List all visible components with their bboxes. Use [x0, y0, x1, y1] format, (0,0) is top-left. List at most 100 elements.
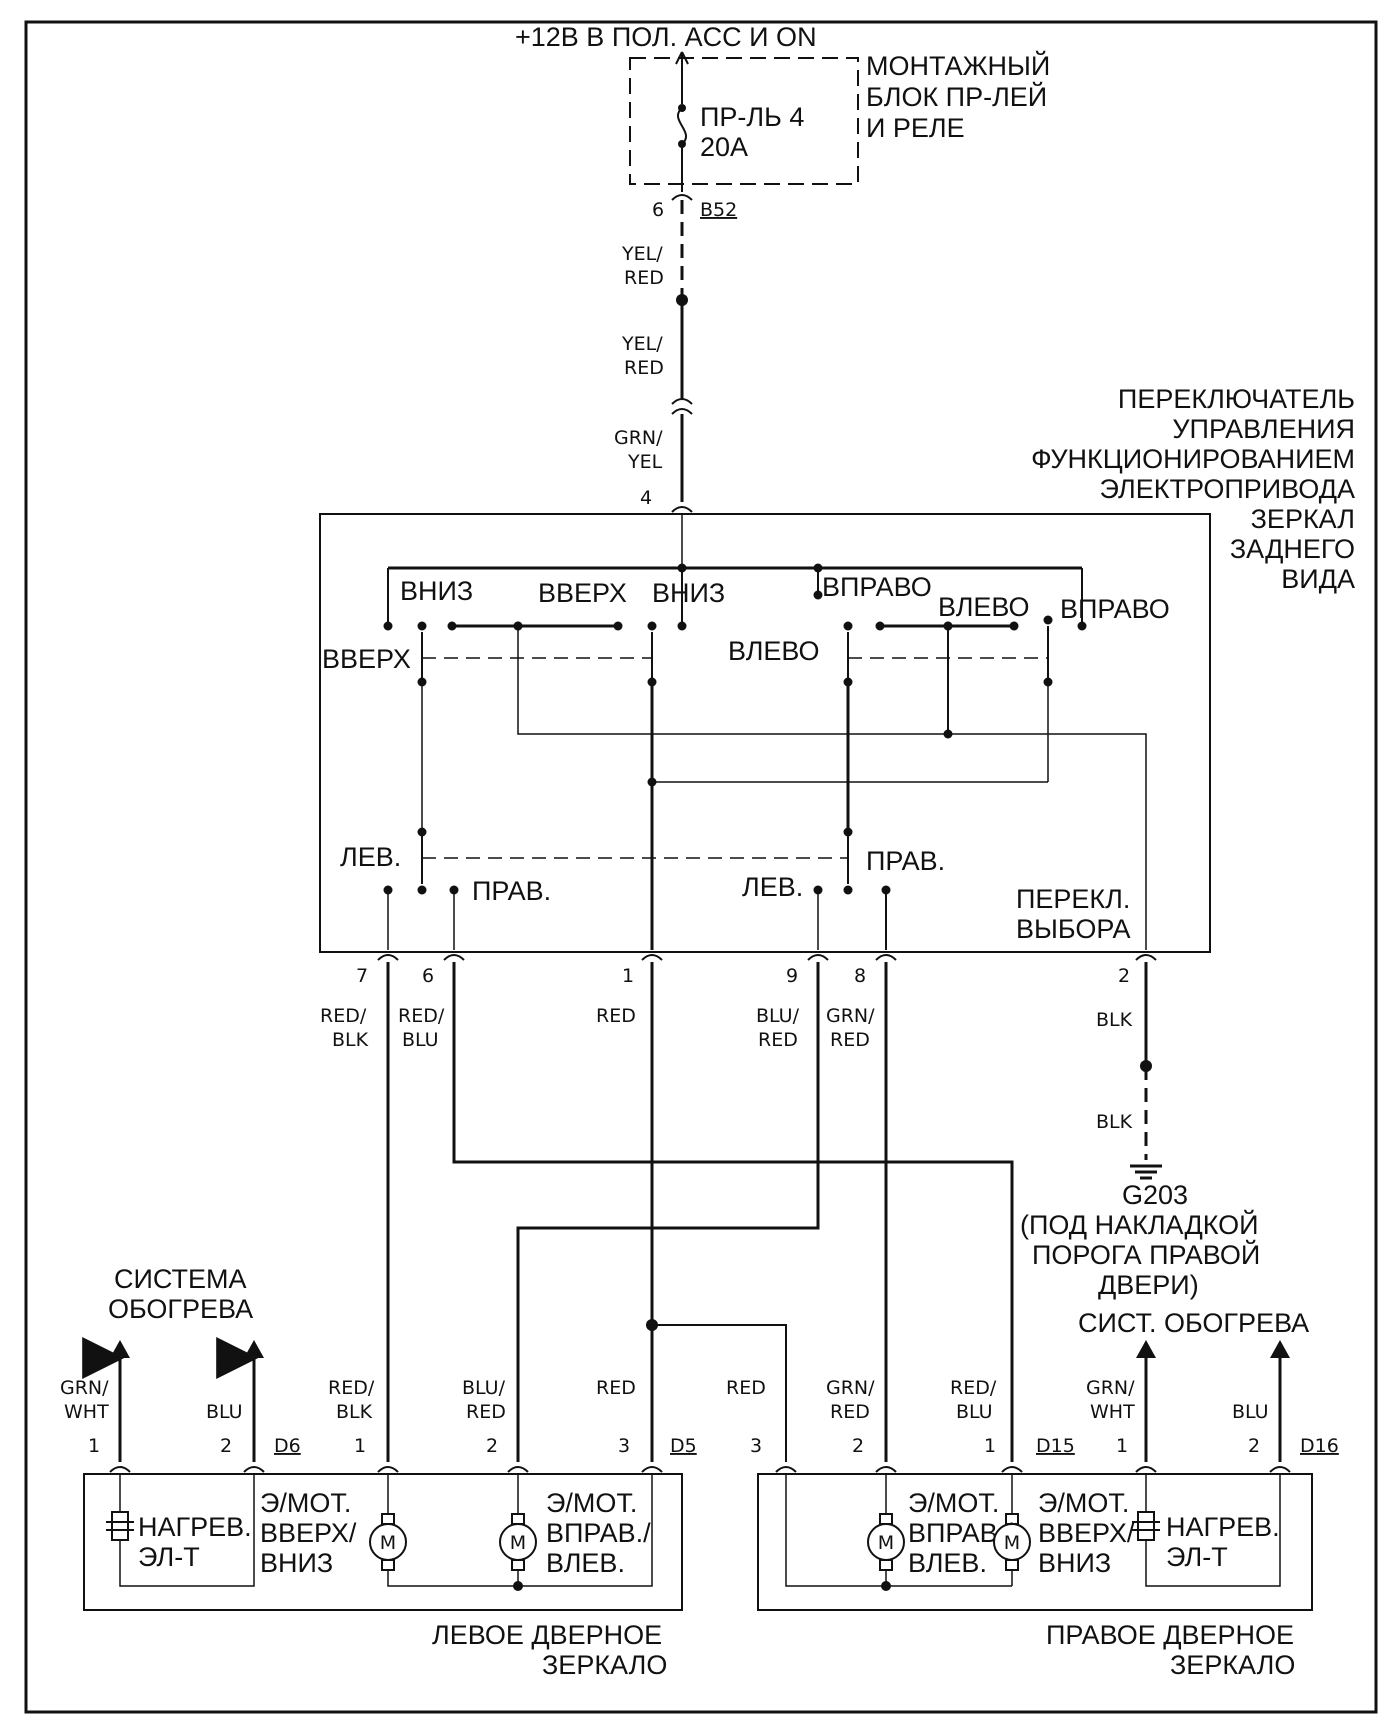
left-wire-3b: BLK [336, 1401, 373, 1423]
left-mirror-name-1: ЛЕВОЕ ДВЕРНОЕ [432, 1620, 662, 1650]
connector-d6: D6 [274, 1435, 301, 1457]
contact-1 [383, 621, 393, 631]
wire-pin2: BLK [1096, 1009, 1133, 1031]
left-heater-loop [119, 1474, 255, 1587]
contact-14 [1077, 621, 1087, 631]
fuse-block-name-2: БЛОК ПР-ЛЕЙ [866, 81, 1047, 112]
fuse-block: +12В В ПОЛ. ACC И ON МОНТАЖНЫЙ БЛОК ПР-Л… [515, 22, 1050, 221]
wire-label-3b: YEL [627, 451, 663, 473]
label-lev-1: ЛЕВ. [340, 842, 401, 872]
right-wire-4b: WHT [1090, 1401, 1135, 1423]
inline-connector [671, 398, 693, 415]
right-motor-ud-label-1: Э/МОТ. [1038, 1488, 1129, 1518]
crosswire-1 [517, 626, 1147, 950]
right-heater-element [1137, 1511, 1155, 1541]
right-mirror-name-1: ПРАВОЕ ДВЕРНОЕ [1046, 1620, 1294, 1650]
right-motor-common [785, 1474, 1012, 1587]
supply-wire: YEL/ RED YEL/ RED GRN/ YEL 4 [614, 200, 693, 513]
label-up-1: ВВЕРХ [538, 578, 627, 608]
left-motor-lr-symbol: M [510, 1532, 526, 1554]
wire-pin7-a: RED/ [320, 1005, 367, 1027]
switch-pin-4: 4 [640, 487, 652, 509]
left-pin-2: 2 [220, 1435, 232, 1457]
switch-name-6: ЗАДНЕГО [1230, 534, 1355, 564]
fuse-symbol [676, 107, 688, 145]
right-pin-1: 3 [750, 1435, 762, 1457]
right-motor-lr-symbol: M [878, 1532, 894, 1554]
switch-name-5: ЗЕРКАЛ [1251, 504, 1355, 534]
sel-contact-5 [843, 885, 853, 895]
right-wire-5: BLU [1232, 1401, 1269, 1423]
label-left-1: ВЛЕВО [938, 592, 1030, 622]
label-lev-2: ЛЕВ. [742, 872, 803, 902]
right-motor-ud-label-3: ВНИЗ [1038, 1548, 1111, 1578]
left-motor-ud-brush-top [381, 1513, 395, 1525]
wire-pin8-a: GRN/ [826, 1005, 875, 1027]
right-wire-4a: GRN/ [1086, 1377, 1135, 1399]
contact-8 [813, 590, 823, 600]
ground-name-1: G203 [1122, 1180, 1188, 1210]
connector-b52-symbol [671, 194, 693, 201]
left-wire-3a: RED/ [328, 1377, 375, 1399]
wire-label-2a: YEL/ [621, 333, 663, 355]
label-up-left: ВВЕРХ [322, 644, 411, 674]
mirror-switch: ПЕРЕКЛЮЧАТЕЛЬ УПРАВЛЕНИЯ ФУНКЦИОНИРОВАНИ… [319, 384, 1355, 953]
label-prav-1: ПРАВ. [472, 876, 551, 906]
left-motor-lr-label-3: ВЛЕВ. [546, 1548, 625, 1578]
label-selector-2: ВЫБОРА [1016, 914, 1131, 944]
label-right-2: ВПРАВО [1060, 594, 1170, 624]
contact-9 [843, 621, 853, 631]
harness: BLK G203 (ПОД НАКЛАДКОЙ ПОРОГА ПРАВОЙ ДВ… [386, 962, 1260, 1462]
right-motor-ud-symbol: M [1004, 1532, 1020, 1554]
wire-red-right [652, 1324, 787, 1462]
right-pin-5: 2 [1248, 1435, 1260, 1457]
wire-pin7-b: BLK [332, 1029, 369, 1051]
right-pin-connectors [775, 1466, 1291, 1473]
left-heating-1: СИСТЕМА [114, 1264, 247, 1294]
left-wire-5: RED [596, 1377, 636, 1399]
left-wire-4a: BLU/ [462, 1377, 506, 1399]
label-down-1: ВНИЗ [400, 576, 473, 606]
ground-name-4: ДВЕРИ) [1098, 1270, 1199, 1300]
fuse-block-box [629, 57, 859, 185]
right-heater-loop [1145, 1474, 1281, 1587]
right-pin-2: 2 [852, 1435, 864, 1457]
wire-pin9-b: RED [758, 1029, 798, 1051]
fuse-block-name-1: МОНТАЖНЫЙ [866, 50, 1050, 81]
right-motor-lr-brush-top [879, 1513, 893, 1525]
switch-name-4: ЭЛЕКТРОПРИВОДА [1099, 474, 1355, 504]
right-motor-lr-label-3: ВЛЕВ. [908, 1548, 987, 1578]
left-motor-ud-label-3: ВНИЗ [260, 1548, 333, 1578]
fuse-pin: 6 [652, 199, 664, 221]
left-motor-common [518, 1474, 653, 1587]
wire-pin6-a: RED/ [398, 1005, 445, 1027]
ground-name-2: (ПОД НАКЛАДКОЙ [1020, 1209, 1259, 1240]
right-motor-lr-label-1: Э/МОТ. [908, 1488, 999, 1518]
right-motor-ud-brush-bottom [1005, 1559, 1019, 1571]
pin-8: 8 [854, 965, 866, 987]
right-wire-1: RED [726, 1377, 766, 1399]
wire-blu-red [516, 962, 820, 1462]
wire-label-2b: RED [624, 357, 664, 379]
right-wire-2b: RED [830, 1401, 870, 1423]
contact-2 [417, 621, 427, 631]
left-pin-4: 2 [486, 1435, 498, 1457]
left-motor-ud-brush-bottom [381, 1559, 395, 1571]
right-heater-label-1: НАГРЕВ. [1166, 1512, 1280, 1542]
left-motor-lr-brush-bottom [511, 1559, 525, 1571]
connector-d15: D15 [1036, 1435, 1075, 1457]
fuse-block-name-3: И РЕЛЕ [866, 113, 965, 143]
left-heater-element [111, 1511, 129, 1541]
pin-1: 1 [622, 965, 634, 987]
supply-title: +12В В ПОЛ. ACC И ON [515, 22, 817, 52]
connector-b52: B52 [700, 199, 737, 221]
left-pin-5: 3 [618, 1435, 630, 1457]
right-heat-arrowhead-1 [1136, 1340, 1156, 1358]
switch-name-1: ПЕРЕКЛЮЧАТЕЛЬ [1118, 384, 1355, 414]
left-heater-label-2: ЭЛ-Т [138, 1542, 200, 1572]
wire-label-1b: RED [624, 267, 664, 289]
left-wire-1a: GRN/ [60, 1377, 109, 1399]
left-motor-ud-out [387, 1570, 518, 1587]
fuse-label-2: 20A [700, 132, 748, 162]
